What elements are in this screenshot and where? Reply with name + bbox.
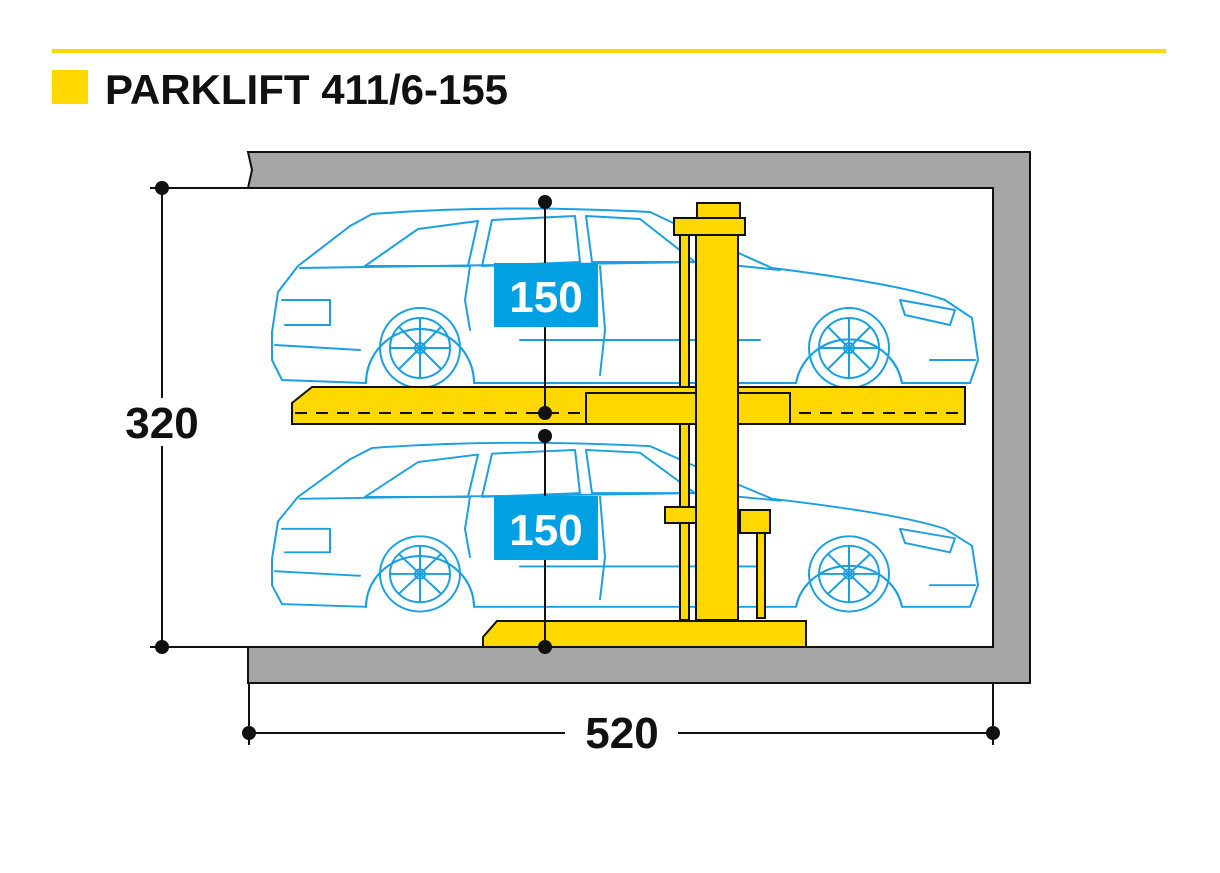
lower-clearance-badge [494, 496, 598, 560]
page-title: PARKLIFT 411/6-155 [105, 66, 508, 113]
upper-clearance-value: 150 [509, 273, 582, 322]
parking-lift-icon [291, 202, 966, 648]
car-icon [271, 441, 979, 613]
lower-clearance-value: 150 [509, 506, 582, 555]
title-square-icon [52, 70, 88, 104]
lift-column [695, 227, 739, 621]
width-dimension: 520 [585, 709, 658, 758]
car-icon [271, 207, 979, 389]
height-dimension: 320 [125, 399, 198, 448]
upper-clearance-badge [494, 263, 598, 327]
lift-base [482, 620, 807, 648]
dimension-dots [155, 181, 1000, 740]
